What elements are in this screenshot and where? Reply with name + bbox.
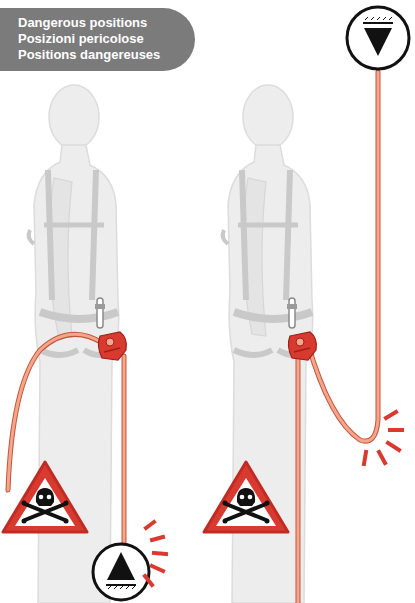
carabiner [95, 298, 105, 328]
heading-text: Posizioni pericolose [18, 31, 165, 47]
heading-text: Positions dangereuses [18, 47, 165, 63]
belay-device [98, 332, 126, 360]
heading-text: Dangerous positions [18, 15, 165, 31]
danger-burst [145, 412, 402, 585]
belay-device [288, 332, 316, 360]
warning-sign [3, 462, 87, 532]
anchor-above [347, 7, 409, 69]
carabiner [287, 298, 297, 328]
warning-sign [204, 462, 288, 532]
title-badge: Dangerous positionsPosizioni pericoloseP… [0, 8, 195, 71]
anchor-below [93, 544, 149, 600]
